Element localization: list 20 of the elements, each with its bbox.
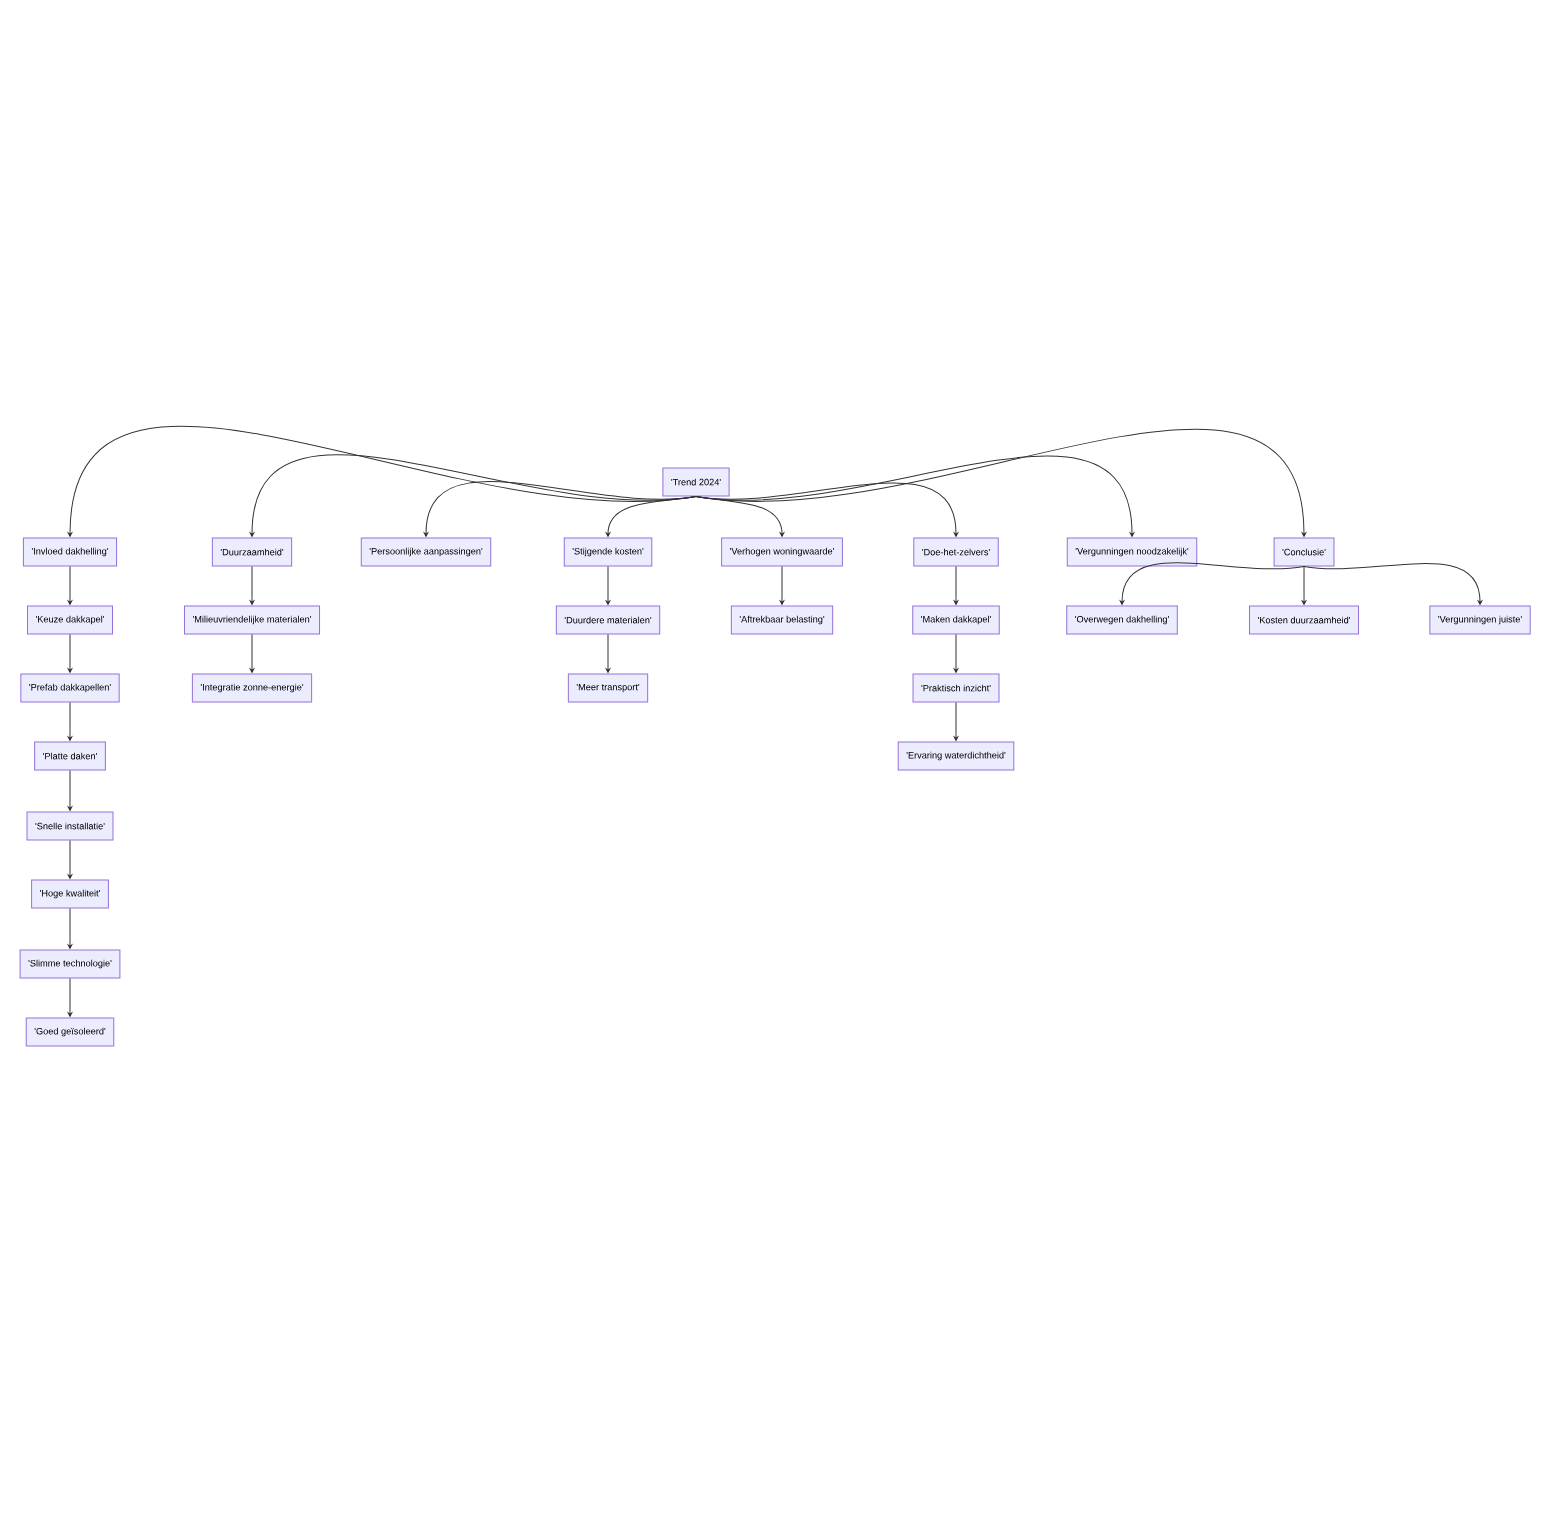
arrow xyxy=(953,634,959,673)
arrow xyxy=(779,566,785,605)
arrow xyxy=(605,566,611,605)
arrow xyxy=(67,908,73,949)
arrow xyxy=(605,496,697,537)
arrow xyxy=(1303,563,1483,605)
arrow xyxy=(605,634,611,673)
arrow xyxy=(953,702,959,741)
arrow xyxy=(1119,562,1305,605)
arrow xyxy=(67,840,73,879)
arrow xyxy=(67,566,73,605)
arrow xyxy=(249,566,255,605)
arrow xyxy=(67,634,73,673)
arrow xyxy=(695,428,1307,537)
arrow xyxy=(249,634,255,673)
arrow xyxy=(1301,566,1307,605)
arrow xyxy=(67,702,73,741)
arrow xyxy=(953,566,959,605)
arrow xyxy=(67,978,73,1017)
arrow xyxy=(67,770,73,811)
